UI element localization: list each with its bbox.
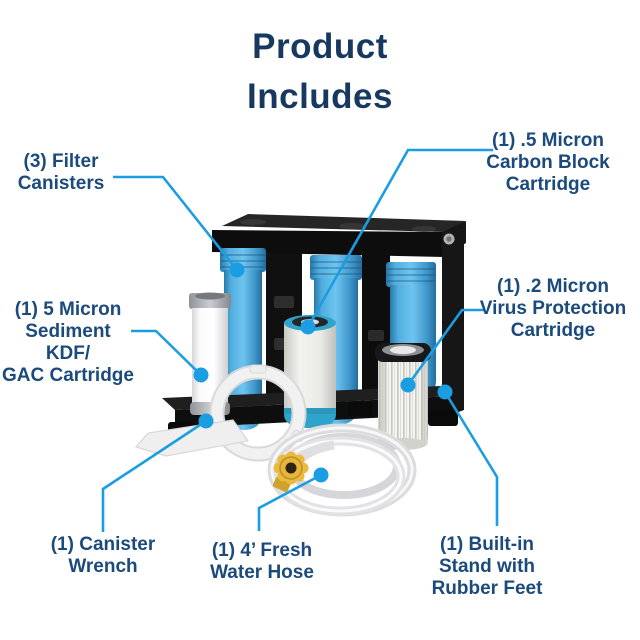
callout-line-wrench — [101, 419, 207, 532]
manifold-marking — [240, 219, 266, 225]
virus-protection-cartridge — [375, 343, 431, 450]
callout-label-carbon-block-cartridge: (1) .5 Micron Carbon Block Cartridge — [486, 130, 610, 195]
frame-post-slot — [274, 296, 294, 308]
callout-dot — [313, 467, 329, 483]
fresh-water-hose — [267, 423, 417, 517]
callout-line-filter-canisters — [113, 175, 239, 271]
port-fitting-hole — [446, 236, 452, 242]
manifold-front-face — [212, 230, 444, 257]
canister-wrench — [134, 364, 307, 462]
callout-dots — [193, 262, 453, 483]
callout-dot — [198, 413, 214, 429]
callout-line-sediment — [131, 329, 202, 376]
rubber-foot — [348, 402, 372, 416]
callout-dot — [437, 384, 453, 400]
callout-label-virus-cartridge: (1) .2 Micron Virus Protection Cartridge — [479, 276, 627, 341]
callout-label-filter-canisters: (3) Filter Canisters — [17, 151, 105, 194]
callout-dot — [229, 262, 245, 278]
callout-label-stand: (1) Built-in Stand with Rubber Feet — [431, 534, 543, 599]
callout-label-sediment-cartridge: (1) 5 Micron Sediment KDF/ GAC Cartridge — [2, 299, 134, 386]
callout-dot — [400, 377, 416, 393]
callout-lines — [101, 148, 499, 532]
frame-post-slot — [368, 330, 384, 341]
page-title: Product Includes — [247, 27, 393, 116]
callout-dot — [300, 319, 316, 335]
callout-line-stand — [443, 391, 499, 526]
manifold-marking — [412, 226, 436, 232]
frame-right-panel — [442, 222, 464, 418]
callout-label-water-hose: (1) 4’ Fresh Water Hose — [210, 540, 314, 583]
rubber-foot — [428, 410, 458, 426]
manifold-marking — [339, 223, 365, 229]
callout-label-canister-wrench: (1) Canister Wrench — [50, 534, 156, 577]
callout-dot — [193, 367, 209, 383]
callout-line-virus — [406, 308, 484, 386]
manifold-top-face — [222, 214, 466, 232]
hose-brass-fitting — [272, 451, 309, 493]
callout-line-hose — [257, 473, 322, 531]
callout-line-carbon-block — [306, 148, 493, 328]
